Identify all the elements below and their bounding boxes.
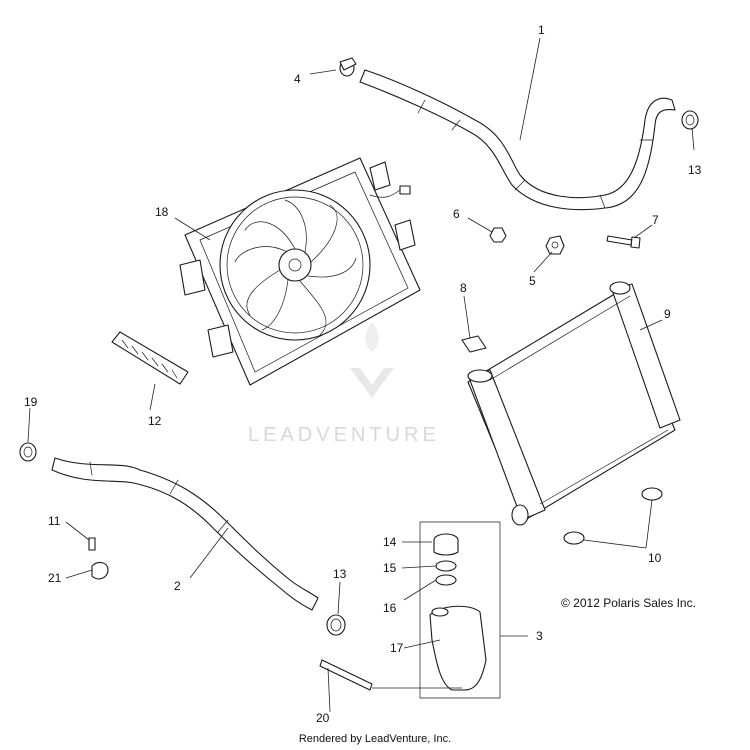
clip-21: [91, 561, 109, 580]
leader-lines: [27, 37, 695, 713]
callout-10: 10: [648, 551, 662, 565]
radiator: [467, 281, 681, 526]
foam-seal: [111, 331, 189, 385]
lower-coolant-hose: [51, 457, 319, 611]
callout-15: 15: [383, 561, 397, 575]
callout-4: 4: [294, 72, 301, 86]
callout-16: 16: [383, 601, 397, 615]
watermark-text: LEADVENTURE: [248, 424, 440, 446]
bolt-7: [606, 235, 641, 249]
hose-clamp-13-upper: [681, 110, 699, 130]
hose-clamp-19: [19, 442, 37, 462]
overflow-hose: [319, 659, 373, 691]
bracket-8: [461, 335, 487, 353]
hose-clamp-13-lower: [326, 614, 346, 636]
callout-20: 20: [316, 711, 330, 725]
fastener-11: [88, 537, 96, 551]
callout-17: 17: [390, 641, 404, 655]
hose-clamp-4: [339, 57, 357, 77]
callout-11: 11: [48, 514, 61, 528]
callout-18: 18: [155, 205, 169, 219]
callout-13-upper: 13: [688, 163, 702, 177]
callout-12: 12: [148, 414, 162, 428]
rendered-by-footer: Rendered by LeadVenture, Inc.: [298, 733, 452, 745]
callout-3: 3: [536, 629, 543, 643]
callout-8: 8: [460, 281, 467, 295]
callout-5: 5: [529, 274, 536, 288]
callout-9: 9: [664, 307, 671, 321]
callout-2: 2: [174, 579, 181, 593]
callout-13-lower: 13: [333, 567, 347, 581]
callout-19: 19: [24, 395, 38, 409]
copyright-notice: © 2012 Polaris Sales Inc.: [561, 596, 696, 610]
callout-14: 14: [383, 535, 397, 549]
callout-6: 6: [453, 207, 460, 221]
grommets-10: [563, 487, 663, 545]
fan-shroud-assembly: [179, 157, 421, 386]
reservoir-group: [419, 521, 501, 699]
callout-21: 21: [48, 571, 62, 585]
nut-6: [489, 227, 507, 243]
callout-1: 1: [538, 23, 545, 37]
callout-7: 7: [652, 213, 659, 227]
watermark-logo: [350, 322, 394, 398]
grommet-5: [545, 235, 565, 255]
upper-coolant-hose: [359, 69, 676, 211]
